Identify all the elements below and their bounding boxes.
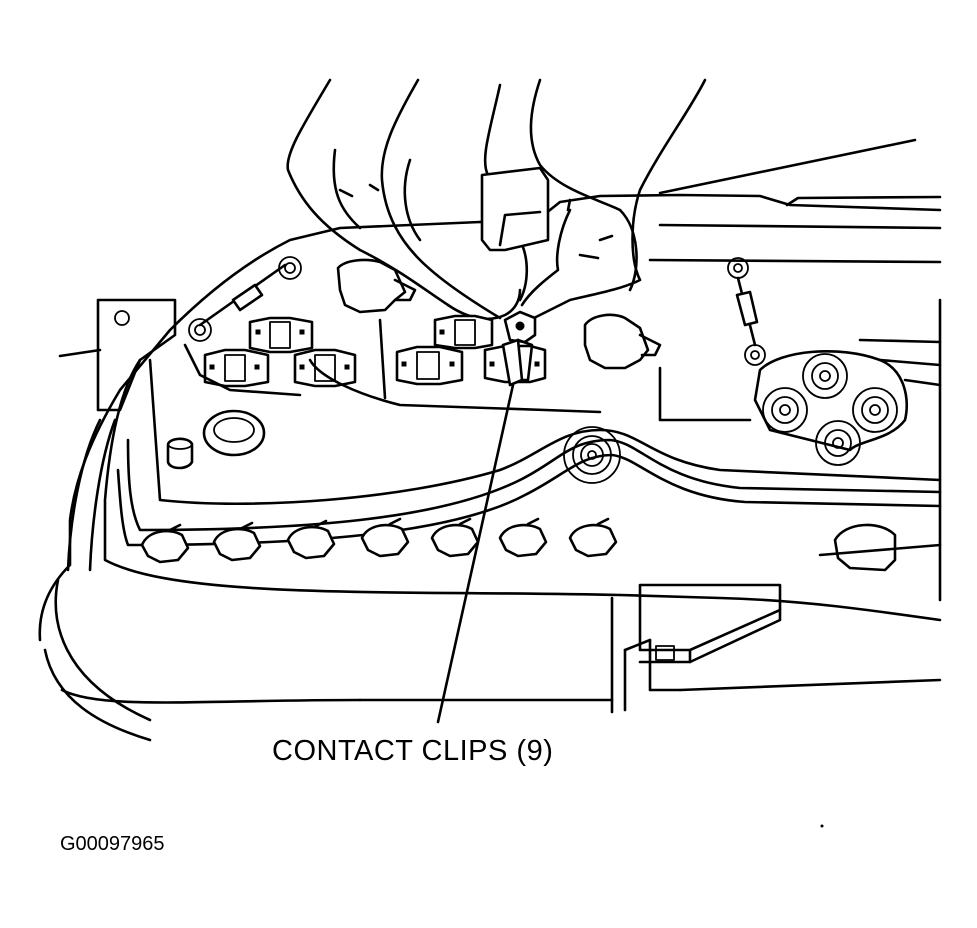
hands (286, 78, 707, 322)
figure-id-label: G00097965 (60, 833, 165, 855)
bulb-sockets-lower (140, 517, 618, 564)
contact-clips-callout-label: CONTACT CLIPS (9) (272, 735, 554, 767)
contact-clip-tool (501, 310, 537, 387)
callout-leader (436, 383, 515, 724)
bulb-sockets-upper (183, 256, 752, 422)
knob-left (166, 409, 266, 470)
round-connectors (563, 338, 942, 484)
resistor-right (727, 257, 766, 366)
connector-block (623, 523, 942, 712)
